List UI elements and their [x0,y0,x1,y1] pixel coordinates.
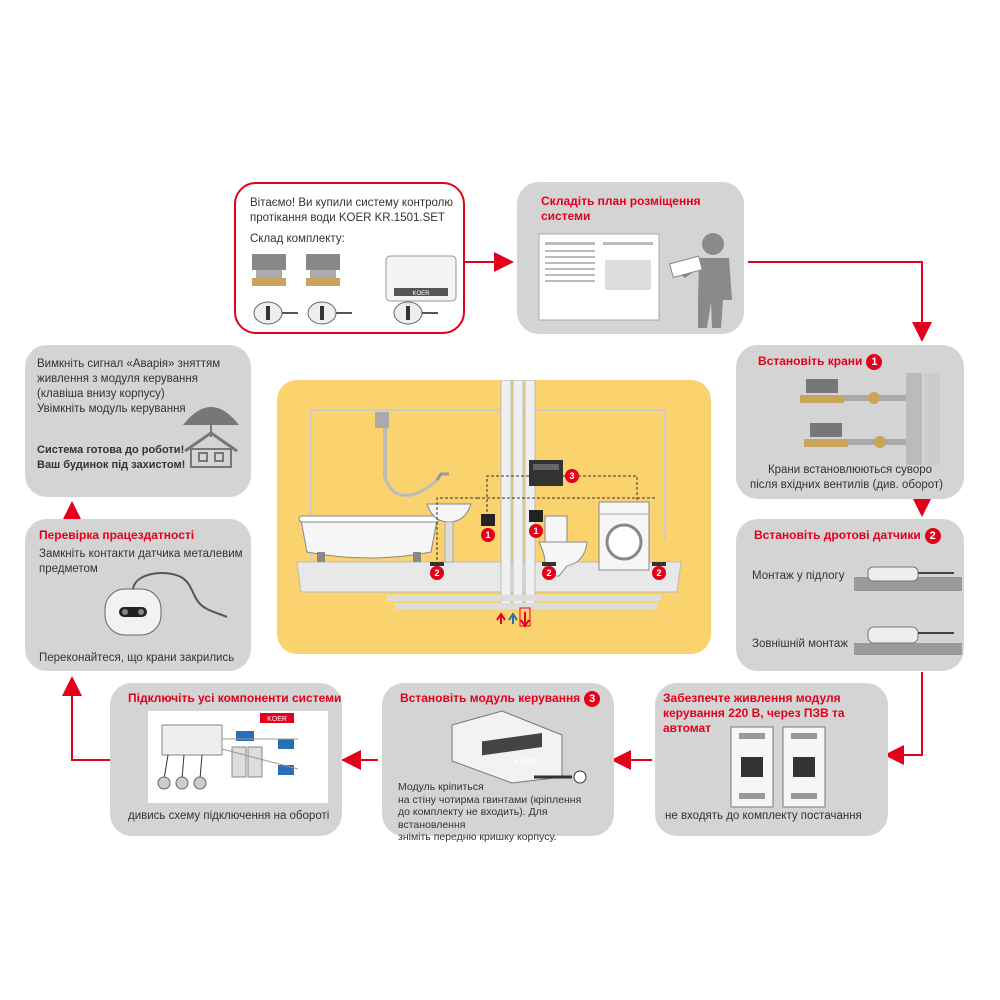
svg-text:2: 2 [546,568,551,578]
kit-label: Склад комплекту: [250,233,345,245]
valves-illustration [800,373,940,465]
module-illustration: KOER [451,710,587,784]
sensor-icon [104,588,162,636]
svg-text:1: 1 [533,526,538,536]
svg-text:2: 2 [656,568,661,578]
arrow-sensors-to-power [884,672,923,765]
step-number-badge: 3 [584,691,601,707]
sensor-test-illustration [104,572,228,636]
power-card: Забезпечте живлення модуля керування 220… [655,683,888,836]
marker-module: 3 [565,469,579,483]
washing-machine-icon [598,501,650,571]
circuit-breaker-icon [782,726,826,808]
marker-valve: 1 [481,528,495,542]
check-card: Перевірка працездатності Замкніть контак… [25,519,251,671]
system-ready-text: Система готова до роботи! Ваш будинок пі… [37,444,186,471]
check-text: Замкніть контакти датчика металевим пред… [39,548,243,575]
marker-sensor: 2 [542,566,556,580]
check-title: Перевірка працездатності [39,528,195,542]
step-number-badge: 1 [866,354,883,370]
breakers-illustration [730,726,826,808]
intro-title: Вітаємо! Ви купили систему контролю прот… [250,197,453,224]
surface-mount-label: Зовнішній монтаж [752,638,848,650]
person-icon [677,233,732,328]
sensor-icon [867,626,919,644]
intro-card: Вітаємо! Ви купили систему контролю прот… [234,182,465,334]
svg-text:2: 2 [434,568,439,578]
svg-text:3: 3 [569,471,574,481]
sensors-illustration [854,566,962,655]
shower-icon [375,412,439,497]
svg-text:KOER: KOER [267,716,287,723]
screw-icon [534,770,587,784]
connect-title: Підключіть усі компоненти системи [128,691,342,705]
power-title: Забезпечте живлення модуля керування 220… [663,691,845,735]
module-text: Модуль кріпиться на стіну чотирма гвинта… [398,781,582,843]
svg-text:KOER: KOER [412,291,430,297]
valve-icon [529,510,543,522]
sensor-icon [393,301,438,325]
valve-icon [804,423,906,448]
control-module-icon [529,460,563,486]
marker-valve: 1 [529,524,543,538]
valve-icon [800,379,906,404]
wiring-lines [436,475,657,560]
riser-pipes [500,379,536,607]
bathroom-scheme-illustration: 1 1 3 2 2 2 [296,379,682,628]
plan-illustration [538,233,732,328]
power-note: не входять до комплекту постачання [665,810,862,822]
valve-icon [252,254,286,286]
step-number-badge: 2 [924,528,941,544]
check-result-text: Переконайтеся, що крани закрились [39,652,235,664]
marker-sensor: 2 [652,566,666,580]
connect-note: дивись схему підключення на обороті [128,810,330,822]
arrow-plan-to-valves [748,261,932,342]
connect-card: Підключіть усі компоненти системи KOER д… [110,683,342,836]
final-text: Вимкніть сигнал «Аварія» зняттям живленн… [37,358,221,415]
plan-title: Складіть план розміщення системи [541,194,701,223]
valve-icon [481,514,495,526]
water-inlet-arrows [496,607,531,628]
arrow-connect-to-check [62,676,110,761]
sink-icon [426,472,472,563]
kit-items-illustration: KOER [252,254,457,325]
sensor-icon [253,301,298,325]
control-module-icon: KOER [451,710,563,784]
sensor-icon [867,566,919,582]
bathtub-icon [298,515,440,562]
wiring-diagram-illustration: KOER [148,711,328,803]
valve-icon [306,254,340,286]
svg-text:KOER: KOER [514,758,537,767]
house-umbrella-icon [183,407,239,468]
control-module-icon: KOER [385,255,457,302]
floor-mount-label: Монтаж у підлогу [752,570,845,582]
final-card: Вимкніть сигнал «Аварія» зняттям живленн… [25,345,251,497]
valves-text: Крани встановлюються суворо після вхідни… [750,464,943,491]
sensor-icon [307,301,352,325]
plan-card: Складіть план розміщення системи [517,182,744,334]
installation-scheme-panel: 1 1 3 2 2 2 [277,379,711,654]
rcd-breaker-icon [730,726,774,808]
svg-text:1: 1 [485,530,490,540]
marker-sensor: 2 [430,566,444,580]
